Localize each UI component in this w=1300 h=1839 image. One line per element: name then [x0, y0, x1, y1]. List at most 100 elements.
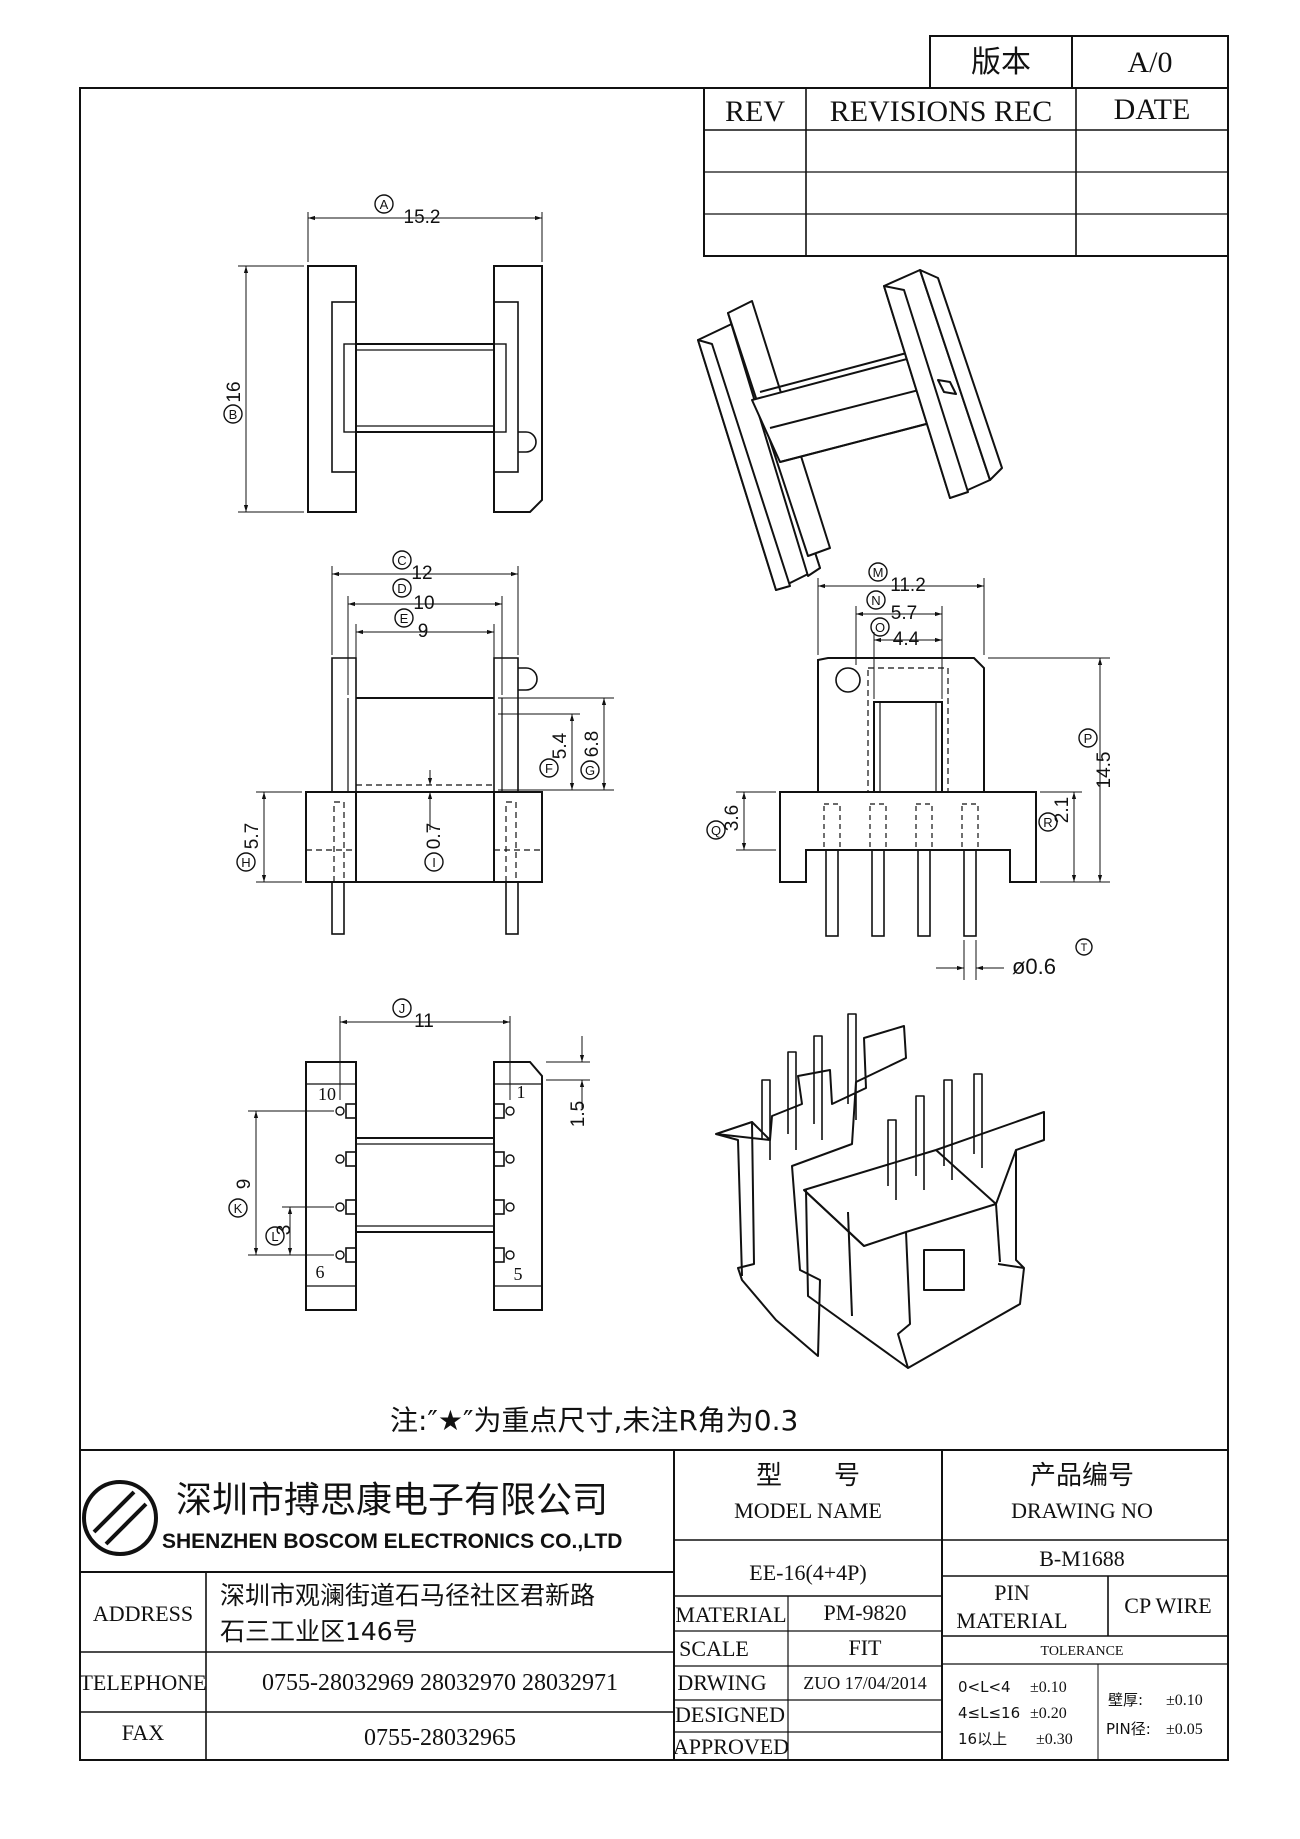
company-name-en: SHENZHEN BOSCOM ELECTRONICS CO.,LTD: [162, 1530, 622, 1553]
svg-text:11: 11: [414, 1011, 434, 1032]
dim-L-label: L 3: [265, 1225, 295, 1246]
company-name-cn: 深圳市搏思康电子有限公司: [176, 1480, 608, 1521]
wall-thickness-value: ±0.10: [1166, 1692, 1203, 1709]
svg-text:1.5: 1.5: [568, 1101, 589, 1127]
svg-text:16: 16: [224, 381, 245, 402]
dim-G-label: G 6.8: [580, 731, 603, 780]
pin-diameter-value: ±0.05: [1166, 1721, 1203, 1738]
designed-label: DESIGNED: [675, 1702, 785, 1727]
svg-text:10: 10: [413, 593, 434, 614]
pin-1: 1: [517, 1082, 526, 1102]
svg-text:9: 9: [234, 1179, 255, 1190]
svg-text:B: B: [229, 407, 238, 422]
telephone-label: TELEPHONE: [79, 1670, 206, 1695]
revisions-rec-header: REVISIONS REC: [830, 95, 1053, 128]
address-line-2: 石三工业区146号: [220, 1617, 418, 1646]
scale-value: FIT: [849, 1635, 883, 1660]
svg-text:Q: Q: [711, 823, 721, 838]
fax-value: 0755-28032965: [364, 1725, 516, 1751]
dim-M-label: M 11.2: [868, 562, 926, 596]
drawing-by-label: DRWING: [677, 1670, 766, 1695]
drawing-by-value: ZUO 17/04/2014: [803, 1673, 927, 1693]
svg-text:G: G: [585, 763, 595, 778]
drawing-note: 注:″★″为重点尺寸,未注R角为0.3: [390, 1404, 798, 1437]
svg-text:F: F: [545, 761, 553, 776]
svg-text:K: K: [234, 1201, 243, 1216]
dim-1-5-label: 1.5: [568, 1101, 589, 1127]
svg-text:2.1: 2.1: [1052, 797, 1073, 823]
svg-text:15.2: 15.2: [404, 207, 441, 228]
svg-text:M: M: [873, 565, 884, 580]
approved-label: APPROVED: [673, 1734, 789, 1759]
side-view: [736, 578, 1110, 980]
tolerance-range-2: 4≤L≤16: [958, 1704, 1020, 1722]
svg-text:R: R: [1043, 815, 1052, 830]
dim-J-label: J 11: [392, 998, 434, 1032]
pin-material-label-2: MATERIAL: [956, 1608, 1067, 1633]
pin-6: 6: [316, 1262, 325, 1282]
svg-text:5.4: 5.4: [550, 732, 571, 759]
tolerance-label: TOLERANCE: [1041, 1644, 1124, 1659]
dim-P-label: P 14.5: [1078, 728, 1115, 789]
version-box: 版本 A/0: [929, 35, 1229, 89]
dim-I-label: I 0.7: [424, 823, 445, 872]
svg-text:J: J: [399, 1001, 406, 1016]
title-block: [80, 1449, 1228, 1760]
revision-table: REV REVISIONS REC DATE: [703, 87, 1229, 257]
front-view: [256, 566, 614, 935]
dim-R-label: R 2.1: [1038, 797, 1073, 832]
svg-text:I: I: [432, 855, 436, 870]
address-line-1: 深圳市观澜街道石马径社区君新路: [220, 1581, 595, 1610]
svg-text:14.5: 14.5: [1094, 752, 1115, 789]
svg-text:9: 9: [418, 621, 429, 642]
material-value: PM-9820: [823, 1600, 906, 1625]
company-logo: [82, 1480, 158, 1556]
pin-10: 10: [318, 1084, 336, 1104]
dim-Q-label: Q 3.6: [706, 805, 743, 840]
dim-E-label: E 9: [394, 608, 429, 642]
svg-text:11.2: 11.2: [890, 575, 926, 596]
version-value: A/0: [1128, 46, 1173, 79]
tolerance-value-3: ±0.30: [1036, 1731, 1073, 1748]
drawing-no-label-cn: 产品编号: [1030, 1461, 1134, 1491]
svg-text:T: T: [1081, 942, 1088, 954]
dim-D-label: D 10: [392, 578, 435, 614]
address-label: ADDRESS: [93, 1601, 193, 1626]
fax-label: FAX: [122, 1720, 164, 1745]
svg-text:3: 3: [274, 1225, 295, 1236]
dim-N-label: N 5.7: [866, 590, 917, 624]
material-label: MATERIAL: [675, 1602, 786, 1627]
telephone-value: 0755-28032969 28032970 28032971: [262, 1670, 618, 1696]
svg-text:E: E: [400, 611, 409, 626]
model-label-en: MODEL NAME: [734, 1498, 882, 1523]
pin-5: 5: [514, 1264, 523, 1284]
dim-O-label: O 4.4: [870, 617, 920, 650]
scale-label: SCALE: [679, 1636, 749, 1661]
tolerance-range-3: 16以上: [958, 1730, 1007, 1748]
svg-text:3.6: 3.6: [722, 805, 743, 831]
dim-T-label: ø0.6 T: [1012, 938, 1093, 979]
date-header: DATE: [1114, 93, 1191, 126]
dim-B-label: B 16: [223, 381, 245, 424]
svg-text:D: D: [397, 581, 406, 596]
dim-K-label: K 9: [228, 1179, 255, 1218]
svg-text:6.8: 6.8: [582, 731, 603, 757]
pin-material-value: CP WIRE: [1124, 1593, 1211, 1618]
svg-text:O: O: [875, 620, 885, 635]
version-label: 版本: [971, 45, 1031, 80]
drawing-no-value: B-M1688: [1039, 1546, 1125, 1571]
drawing-no-label-en: DRAWING NO: [1011, 1498, 1153, 1523]
dim-H-label: H 5.7: [236, 823, 263, 872]
wall-thickness-label: 壁厚:: [1108, 1691, 1143, 1709]
svg-text:N: N: [871, 593, 880, 608]
isometric-view-bottom: [715, 1013, 1045, 1369]
svg-text:C: C: [397, 553, 406, 568]
svg-text:H: H: [241, 855, 250, 870]
svg-text:L: L: [271, 1229, 278, 1244]
bottom-view: [248, 1016, 590, 1311]
dim-F-label: F 5.4: [539, 732, 571, 778]
tolerance-value-1: ±0.10: [1030, 1679, 1067, 1696]
pin-diameter-label: PIN径:: [1106, 1720, 1151, 1738]
top-view: [238, 212, 543, 513]
